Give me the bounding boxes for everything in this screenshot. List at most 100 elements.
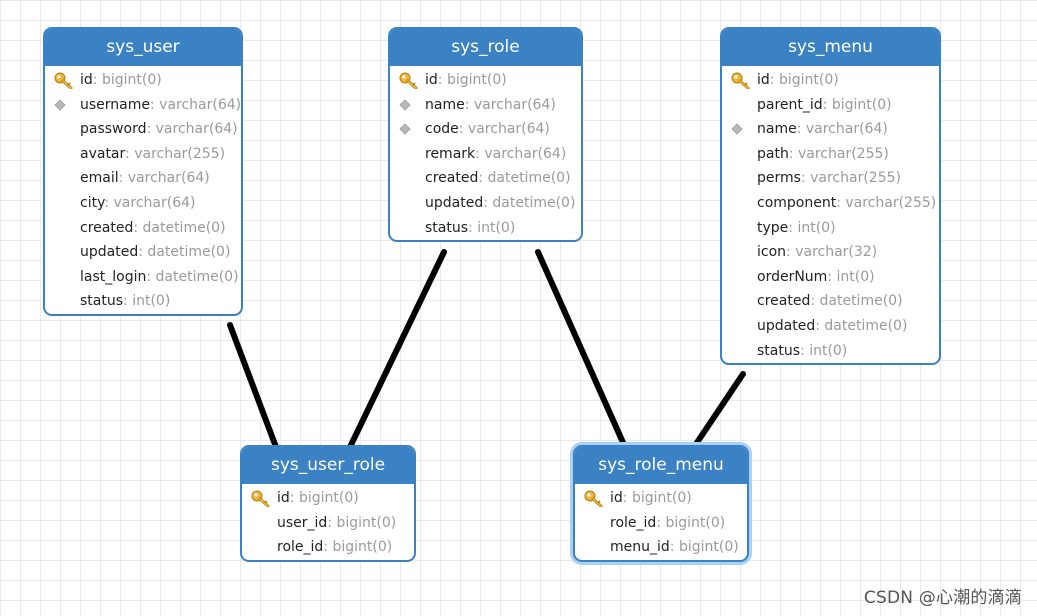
field-name: component bbox=[757, 194, 837, 211]
field-row[interactable]: parent_id: bigint(0) bbox=[722, 93, 939, 118]
field-row[interactable]: avatar: varchar(255) bbox=[45, 142, 241, 167]
field-type: : varchar(255) bbox=[788, 145, 889, 162]
field-type: : bigint(0) bbox=[822, 96, 892, 113]
field-row[interactable]: id: bigint(0) bbox=[390, 68, 581, 93]
field-row[interactable]: user_id: bigint(0) bbox=[242, 511, 414, 536]
field-row[interactable]: code: varchar(64) bbox=[390, 117, 581, 142]
field-name: id bbox=[610, 490, 623, 506]
field-type: : bigint(0) bbox=[622, 490, 692, 506]
field-row[interactable]: status: int(0) bbox=[390, 216, 581, 241]
field-name: email bbox=[80, 170, 119, 187]
link-sys-role-to-sys-user-role[interactable] bbox=[347, 249, 447, 450]
field-type: : varchar(64) bbox=[146, 121, 238, 138]
watermark: CSDN @心潮的滴滴 bbox=[863, 588, 1022, 608]
diamond-icon bbox=[398, 120, 420, 138]
field-row[interactable]: password: varchar(64) bbox=[45, 117, 241, 142]
field-row[interactable]: created: datetime(0) bbox=[390, 166, 581, 191]
field-type: : bigint(0) bbox=[289, 490, 359, 506]
field-row[interactable]: created: datetime(0) bbox=[722, 289, 939, 314]
field-type: : bigint(0) bbox=[323, 539, 393, 556]
field-name: remark bbox=[425, 145, 476, 162]
field-name: id bbox=[757, 72, 770, 88]
table-title[interactable]: sys_user bbox=[45, 29, 241, 66]
field-row[interactable]: id: bigint(0) bbox=[575, 486, 747, 511]
field-type: : bigint(0) bbox=[437, 72, 507, 88]
field-type: : bigint(0) bbox=[92, 72, 162, 88]
field-name: created bbox=[425, 170, 479, 187]
field-type: : datetime(0) bbox=[815, 317, 908, 334]
field-row[interactable]: username: varchar(64) bbox=[45, 93, 241, 118]
key-icon bbox=[583, 489, 605, 508]
field-name: perms bbox=[757, 170, 801, 187]
field-type: : varchar(64) bbox=[475, 145, 567, 162]
field-row[interactable]: updated: datetime(0) bbox=[390, 191, 581, 216]
field-type: : bigint(0) bbox=[669, 539, 739, 556]
field-name: user_id bbox=[277, 514, 328, 531]
diamond-icon bbox=[398, 96, 420, 114]
field-row[interactable]: remark: varchar(64) bbox=[390, 142, 581, 167]
field-name: name bbox=[757, 121, 797, 138]
field-row[interactable]: updated: datetime(0) bbox=[722, 314, 939, 339]
field-type: : datetime(0) bbox=[483, 194, 576, 211]
field-row[interactable]: updated: datetime(0) bbox=[45, 240, 241, 265]
field-row[interactable]: path: varchar(255) bbox=[722, 142, 939, 167]
link-sys-user-to-sys-user-role[interactable] bbox=[227, 322, 279, 450]
field-type: : datetime(0) bbox=[478, 170, 571, 187]
field-row[interactable]: type: int(0) bbox=[722, 216, 939, 241]
key-icon bbox=[730, 71, 752, 90]
field-name: status bbox=[80, 293, 124, 310]
field-name: last_login bbox=[80, 268, 147, 285]
field-row[interactable]: perms: varchar(255) bbox=[722, 166, 939, 191]
field-row[interactable]: status: int(0) bbox=[722, 339, 939, 364]
field-row[interactable]: name: varchar(64) bbox=[722, 117, 939, 142]
field-row[interactable]: icon: varchar(32) bbox=[722, 240, 939, 265]
field-row[interactable]: id: bigint(0) bbox=[722, 68, 939, 93]
field-row[interactable]: id: bigint(0) bbox=[45, 68, 241, 93]
table-title[interactable]: sys_role_menu bbox=[575, 447, 747, 484]
field-type: : int(0) bbox=[827, 268, 875, 285]
field-row[interactable]: component: varchar(255) bbox=[722, 191, 939, 216]
field-list: id: bigint(0)parent_id: bigint(0)name: v… bbox=[722, 66, 939, 363]
link-sys-role-to-sys-role-menu[interactable] bbox=[535, 249, 628, 450]
field-type: : varchar(64) bbox=[796, 121, 888, 138]
field-name: id bbox=[80, 72, 93, 88]
field-name: password bbox=[80, 121, 147, 138]
field-row[interactable]: created: datetime(0) bbox=[45, 216, 241, 241]
field-row[interactable]: last_login: datetime(0) bbox=[45, 265, 241, 290]
field-type: : varchar(64) bbox=[464, 96, 556, 113]
table-title[interactable]: sys_role bbox=[390, 29, 581, 66]
field-row[interactable]: menu_id: bigint(0) bbox=[575, 535, 747, 560]
field-name: id bbox=[277, 490, 290, 506]
field-name: status bbox=[425, 219, 469, 236]
diamond-icon bbox=[730, 120, 752, 138]
link-sys-menu-to-sys-role-menu[interactable] bbox=[691, 371, 746, 450]
field-name: city bbox=[80, 194, 105, 211]
field-name: type bbox=[757, 219, 789, 236]
field-name: icon bbox=[757, 244, 787, 261]
field-type: : varchar(64) bbox=[118, 170, 210, 187]
field-row[interactable]: role_id: bigint(0) bbox=[575, 511, 747, 536]
field-row[interactable]: name: varchar(64) bbox=[390, 93, 581, 118]
field-list: id: bigint(0)user_id: bigint(0)role_id: … bbox=[242, 484, 414, 560]
field-row[interactable]: orderNum: int(0) bbox=[722, 265, 939, 290]
field-type: : datetime(0) bbox=[133, 219, 226, 236]
field-row[interactable]: role_id: bigint(0) bbox=[242, 535, 414, 560]
key-icon bbox=[250, 489, 272, 508]
field-row[interactable]: email: varchar(64) bbox=[45, 166, 241, 191]
table-title[interactable]: sys_user_role bbox=[242, 447, 414, 484]
field-type: : varchar(255) bbox=[125, 145, 226, 162]
field-name: status bbox=[757, 342, 801, 359]
field-row[interactable]: id: bigint(0) bbox=[242, 486, 414, 511]
field-type: : datetime(0) bbox=[138, 244, 231, 261]
field-row[interactable]: city: varchar(64) bbox=[45, 191, 241, 216]
field-type: : varchar(64) bbox=[150, 96, 242, 113]
diamond-icon bbox=[53, 96, 75, 114]
table-title[interactable]: sys_menu bbox=[722, 29, 939, 66]
field-row[interactable]: status: int(0) bbox=[45, 289, 241, 314]
field-list: id: bigint(0)name: varchar(64)code: varc… bbox=[390, 66, 581, 240]
